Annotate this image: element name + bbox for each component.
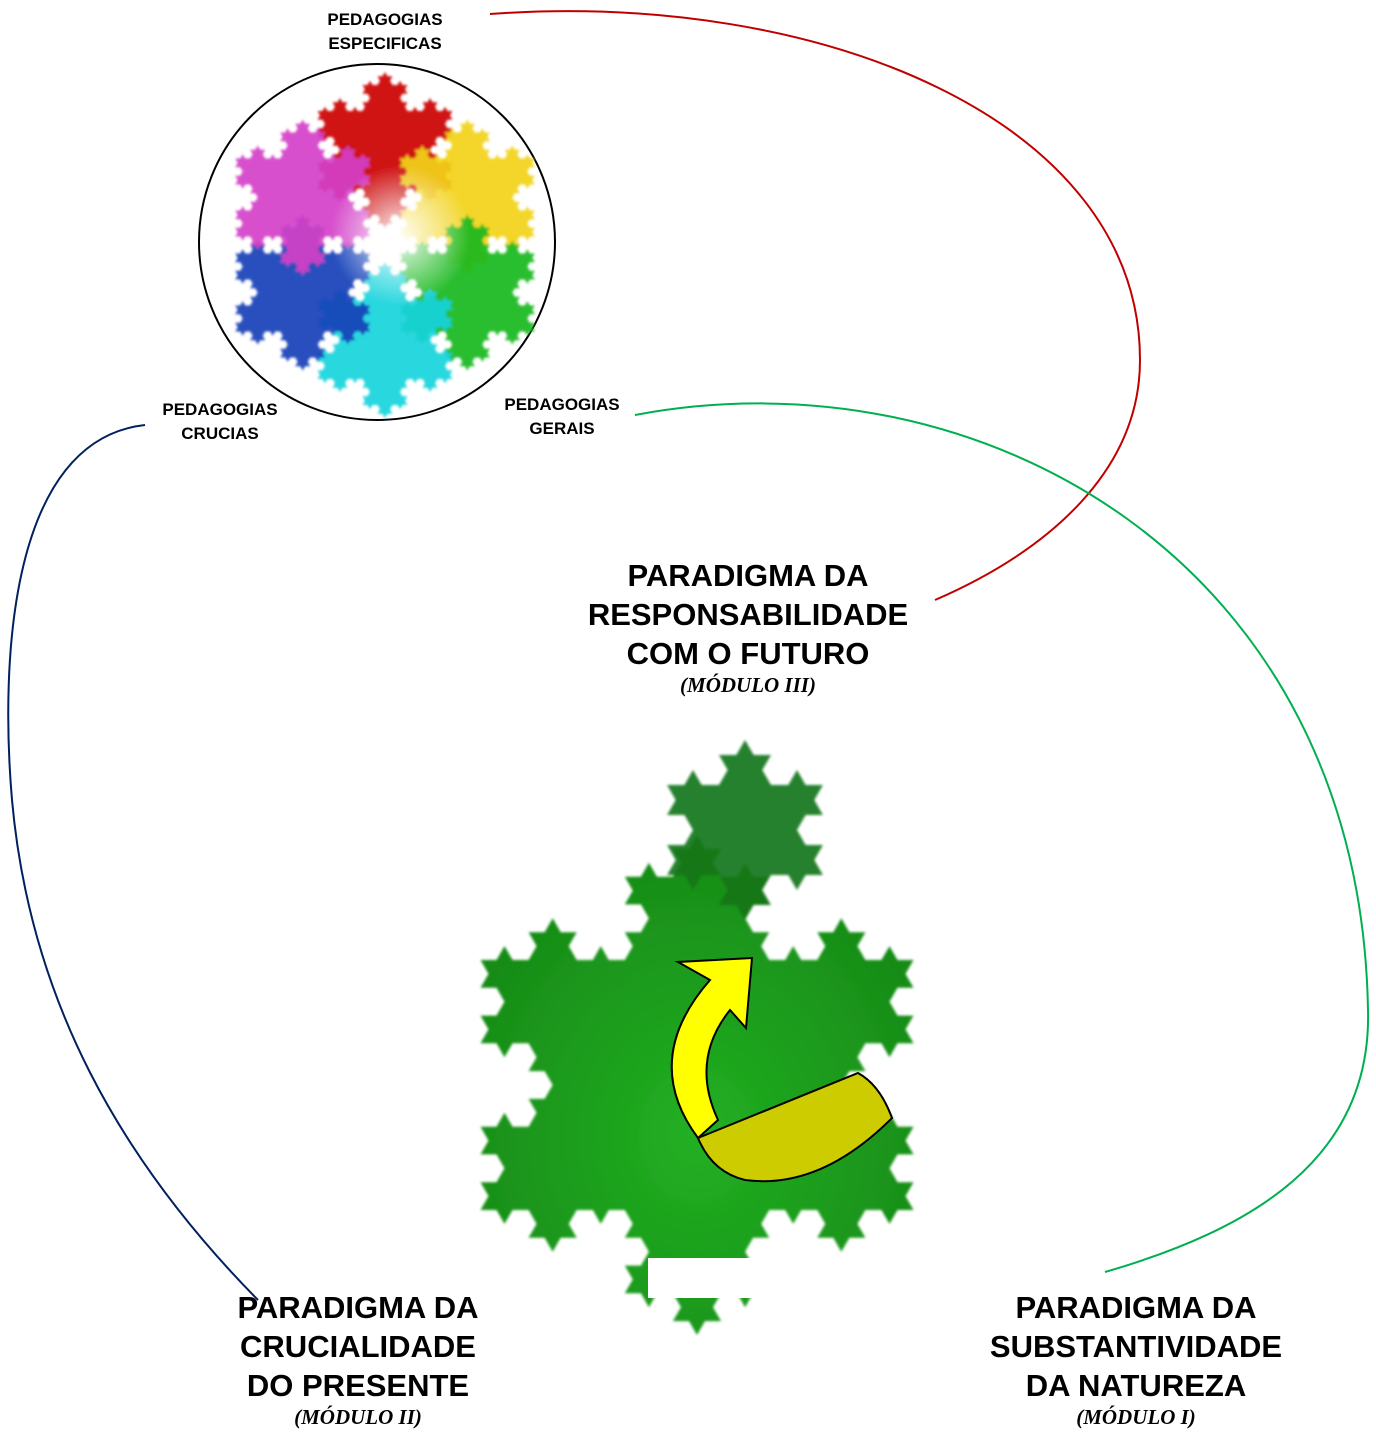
blue-connector-curve xyxy=(7,424,259,1301)
red-connector-curve xyxy=(489,10,1142,601)
label-pedagogias-crucias: PEDAGOGIAS CRUCIAS xyxy=(135,398,305,446)
label-line: PEDAGOGIAS xyxy=(327,10,443,29)
label-line: CRUCIAS xyxy=(181,424,259,443)
paradigm-line: RESPONSABILIDADE xyxy=(587,597,909,632)
module-label: (MÓDULO I) xyxy=(1076,1405,1196,1429)
label-line: ESPECIFICAS xyxy=(328,34,442,53)
label-line: PEDAGOGIAS xyxy=(162,400,278,419)
paradigm-line: DO PRESENTE xyxy=(246,1368,470,1403)
paradigm-line: SUBSTANTIVIDADE xyxy=(989,1329,1283,1364)
paradigm-line: DA NATUREZA xyxy=(1025,1368,1247,1403)
label-pedagogias-gerais: PEDAGOGIAS GERAIS xyxy=(477,393,647,441)
paradigm-line: PARADIGMA DA xyxy=(1015,1290,1257,1325)
paradigm-right-label: PARADIGMA DA SUBSTANTIVIDADE DA NATUREZA… xyxy=(966,1288,1306,1429)
module-label: (MÓDULO III) xyxy=(680,673,816,697)
paradigm-line: COM O FUTURO xyxy=(626,636,870,671)
paradigm-line: PARADIGMA DA xyxy=(627,558,869,593)
green-connector-curve xyxy=(634,402,1370,1273)
paradigm-line: CRUCIALIDADE xyxy=(240,1329,476,1364)
label-pedagogias-especificas: PEDAGOGIAS ESPECIFICAS xyxy=(300,8,470,56)
flower-core xyxy=(330,165,470,305)
paradigm-top-label: PARADIGMA DA RESPONSABILIDADE COM O FUTU… xyxy=(548,556,948,697)
koch-snowflake-flower-icon xyxy=(235,72,535,418)
label-line: PEDAGOGIAS xyxy=(504,395,620,414)
triangle-base-notch xyxy=(648,1258,854,1298)
paradigm-line: PARADIGMA DA xyxy=(237,1290,479,1325)
paradigm-left-label: PARADIGMA DA CRUCIALIDADE DO PRESENTE (M… xyxy=(178,1288,538,1429)
label-line: GERAIS xyxy=(529,419,595,438)
cycle-arrow-icon xyxy=(670,956,894,1183)
module-label: (MÓDULO II) xyxy=(294,1405,422,1429)
